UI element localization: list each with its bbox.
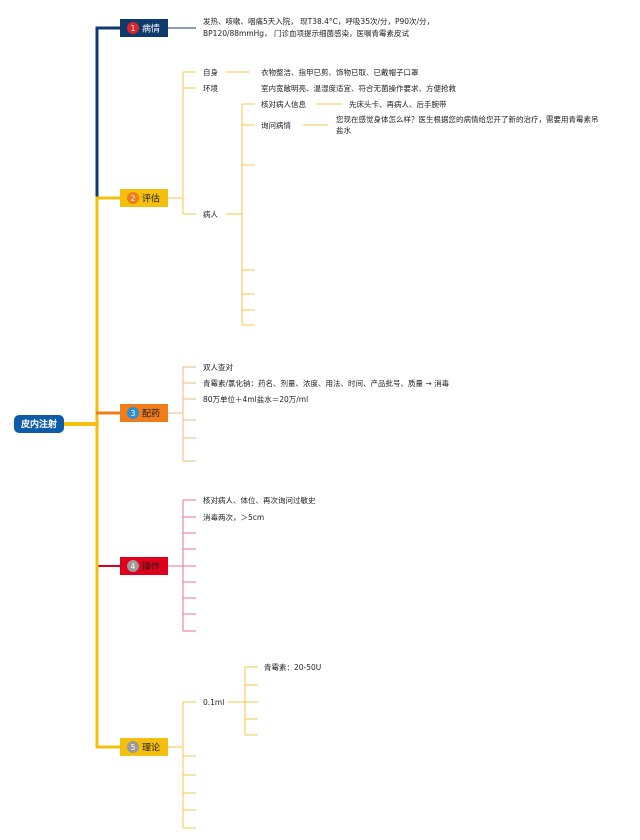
pinggu-ask-condition: 询问病情 xyxy=(261,120,291,130)
pinggu-leaf-lines xyxy=(168,71,342,326)
pinggu-item-self-detail: 衣物整洁、指甲已剪、饰物已取、已戴帽子口罩 xyxy=(261,67,419,77)
root-label: 皮内注射 xyxy=(20,418,57,430)
branch-number: 2 xyxy=(131,194,136,203)
number-badge xyxy=(127,560,139,572)
number-badge xyxy=(127,192,139,204)
root-box xyxy=(14,415,64,433)
branch-label: 评估 xyxy=(142,193,160,205)
peiyao-item-drug-check: 青霉素/氯化钠：药名、剂量、浓度、用法、时间、产品批号、质量 → 消毒 xyxy=(203,378,450,388)
pinggu-ask-condition-detail-2: 盐水 xyxy=(336,125,351,135)
branch-label: 病情 xyxy=(142,23,160,35)
pinggu-ask-condition-detail-1: 您现在感觉身体怎么样？医生根据您的病情给您开了新的治疗，需要用青霉素吊 xyxy=(336,114,599,124)
number-badge xyxy=(127,22,139,34)
branch-number: 1 xyxy=(131,24,136,33)
peiyao-item-dilution: 80万单位＋4ml盐水＝20万/ml xyxy=(203,394,308,404)
bingqing-text-line-1: 发热、咳嗽、咽痛5天入院， 现T38.4°C，呼吸35次/分，P90次/分， xyxy=(203,16,434,26)
pinggu-item-self: 自身 xyxy=(203,67,218,77)
number-badge xyxy=(127,407,139,419)
peiyao-item-double-check: 双人查对 xyxy=(203,362,233,372)
root-node[interactable]: 皮内注射 xyxy=(14,415,64,433)
number-badge xyxy=(127,741,139,753)
branch-caozuo[interactable]: 4 操作 xyxy=(120,557,168,575)
caozuo-leaf-lines xyxy=(168,499,196,632)
branch-label: 理论 xyxy=(142,742,160,754)
pinggu-item-patient: 病人 xyxy=(203,209,218,219)
branch-number: 4 xyxy=(131,562,136,571)
trunk-connectors xyxy=(62,26,122,749)
caozuo-item-disinfect: 消毒两次，＞5cm xyxy=(203,512,264,522)
branch-peiyao[interactable]: 3 配药 xyxy=(120,404,168,422)
pinggu-item-env-detail: 室内宽敞明亮、温湿度适宜、符合无菌操作要求、方便抢救 xyxy=(261,83,456,93)
connector-bingqing xyxy=(95,26,122,198)
branch-label: 配药 xyxy=(142,409,160,420)
lilun-item-dose: 0.1ml xyxy=(203,698,224,707)
connector-pinggu xyxy=(95,196,122,426)
branch-pinggu[interactable]: 2 评估 xyxy=(120,189,168,207)
pinggu-check-patient-info-detail: 先床头卡、再病人、后手腕带 xyxy=(349,99,447,109)
peiyao-leaf-lines xyxy=(168,366,196,462)
branch-lilun[interactable]: 5 理论 xyxy=(120,738,168,756)
connector-lilun xyxy=(95,422,122,749)
pinggu-check-patient-info: 核对病人信息 xyxy=(261,99,306,109)
branch-number: 3 xyxy=(131,409,136,418)
caozuo-item-verify: 核对病人、体位、再次询问过敏史 xyxy=(203,495,316,505)
branch-label: 操作 xyxy=(142,561,160,573)
branch-bingqing[interactable]: 1 病情 xyxy=(120,19,168,37)
branch-number: 5 xyxy=(131,743,136,752)
pinggu-item-env: 环境 xyxy=(203,83,218,93)
bingqing-text-line-2: BP120/88mmHg， 门诊血项提示细菌感染，医嘱青霉素皮试 xyxy=(203,28,409,38)
lilun-leaf-lines xyxy=(168,666,258,829)
lilun-item-penicillin-units: 青霉素：20-50U xyxy=(264,662,321,672)
